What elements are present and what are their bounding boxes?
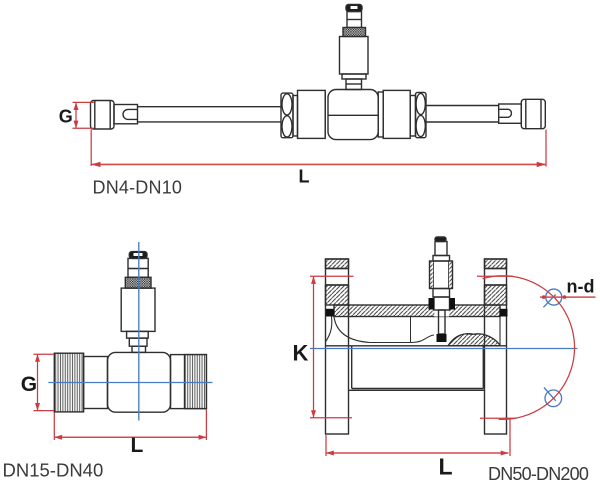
svg-text:L: L — [439, 454, 453, 480]
svg-text:K: K — [293, 341, 309, 366]
svg-text:DN4-DN10: DN4-DN10 — [93, 177, 183, 197]
svg-text:DN50-DN200: DN50-DN200 — [488, 464, 589, 481]
svg-text:L: L — [299, 167, 310, 187]
svg-text:n-d: n-d — [567, 276, 595, 296]
svg-text:L: L — [131, 434, 144, 457]
svg-text:G: G — [21, 373, 37, 396]
svg-text:DN15-DN40: DN15-DN40 — [3, 460, 104, 481]
svg-text:G: G — [59, 107, 73, 127]
